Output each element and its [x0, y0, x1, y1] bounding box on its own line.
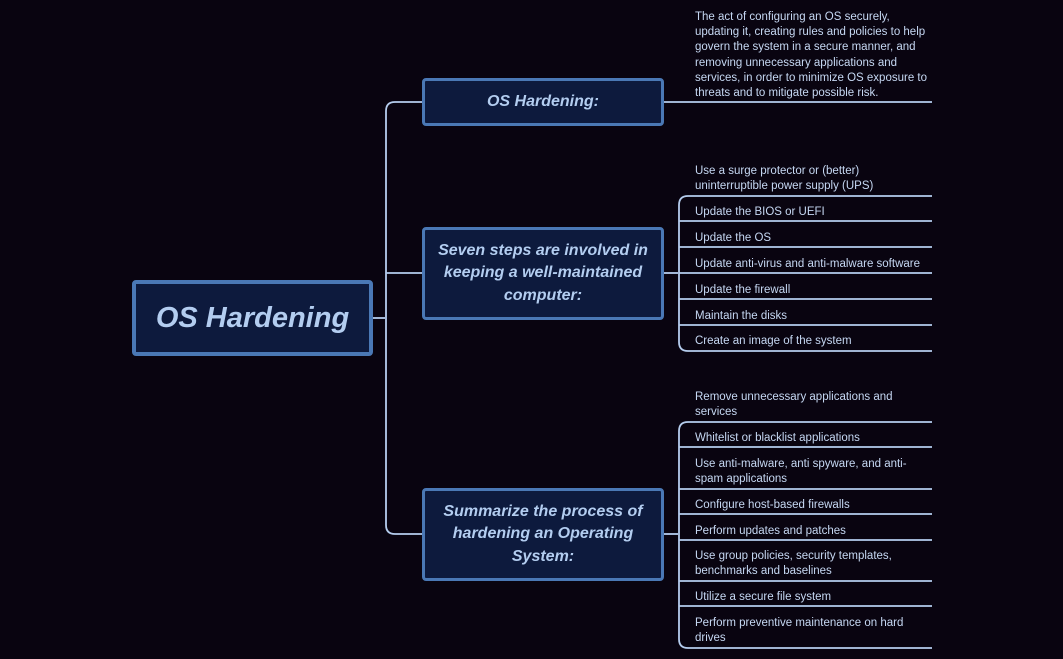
branch-label: OS Hardening: [486, 92, 599, 110]
leaf-item: Update the firewall [695, 284, 791, 296]
branch-node-seven-steps[interactable]: Seven steps are involved in keeping a we… [422, 227, 664, 320]
leaf-item: Whitelist or blacklist applications [695, 432, 860, 444]
leaf-item: Utilize a secure file system [695, 591, 832, 603]
root-node[interactable]: OS Hardening [132, 280, 373, 356]
branch-label: Summarize the process of hardening an Op… [443, 502, 643, 565]
leaf-item: Maintain the disks [695, 310, 788, 322]
branch-node-os-hardening[interactable]: OS Hardening: [422, 78, 664, 126]
leaf-item: Update the BIOS or UEFI [695, 206, 825, 218]
leaf-item: Use group policies, security templates, … [695, 550, 892, 578]
leaf-item: Perform updates and patches [695, 525, 846, 537]
leaf-item: Update anti-virus and anti-malware softw… [695, 258, 920, 270]
leaf-item: Update the OS [695, 232, 772, 244]
root-label: OS Hardening [155, 301, 350, 334]
leaf-item: Use a surge protector or (better) uninte… [695, 165, 874, 193]
leaf-definition: The act of configuring an OS securely, u… [695, 11, 928, 100]
trunk-connector [385, 101, 422, 535]
leaf-item: Configure host-based firewalls [695, 499, 850, 511]
leaf-item: Perform preventive maintenance on hard d… [695, 617, 904, 645]
leaf-item: Remove unnecessary applications and serv… [695, 391, 893, 419]
branch-label: Seven steps are involved in keeping a we… [438, 241, 648, 304]
leaf-item: Use anti-malware, anti spyware, and anti… [695, 458, 907, 486]
leaf-item: Create an image of the system [695, 335, 852, 347]
branch-node-summarize-process[interactable]: Summarize the process of hardening an Op… [422, 488, 664, 581]
